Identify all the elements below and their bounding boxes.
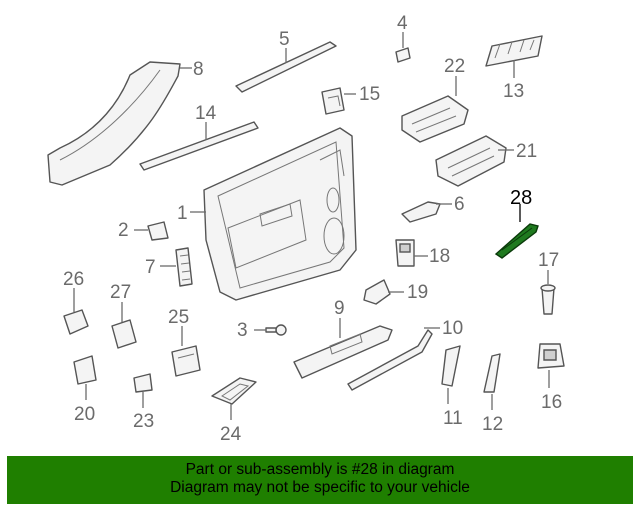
part-24-bezel xyxy=(211,377,257,405)
callout-26: 26 xyxy=(63,269,84,290)
callout-3: 3 xyxy=(237,320,248,341)
callout-27: 27 xyxy=(110,282,131,303)
callout-18: 18 xyxy=(429,246,450,267)
part-3-screw xyxy=(265,324,287,336)
part-18-connector xyxy=(395,239,415,267)
part-1-door-panel xyxy=(203,127,357,301)
callout-22: 22 xyxy=(444,56,465,77)
callout-6: 6 xyxy=(454,194,465,215)
part-9-armrest xyxy=(293,325,393,379)
part-27-switch xyxy=(111,319,137,349)
callout-21: 21 xyxy=(516,141,537,162)
callout-15: 15 xyxy=(359,84,380,105)
part-17-bolt xyxy=(540,284,556,315)
callout-20: 20 xyxy=(74,404,95,425)
part-12-trim xyxy=(483,353,501,393)
callout-19: 19 xyxy=(407,282,428,303)
callout-1: 1 xyxy=(177,203,188,224)
part-4-clip xyxy=(395,47,411,63)
part-10-strip xyxy=(347,329,433,391)
part-23-switch xyxy=(133,373,153,393)
part-2-clip xyxy=(147,221,169,241)
part-14-belt-molding xyxy=(139,121,259,171)
callout-11: 11 xyxy=(443,408,463,429)
part-16-latch xyxy=(537,343,565,369)
part-7-speaker-grille xyxy=(175,247,193,287)
banner-line-2: Diagram may not be specific to your vehi… xyxy=(170,479,470,496)
exploded-parts-diagram: 8 5 4 13 15 14 22 21 xyxy=(47,13,565,445)
part-6-handle xyxy=(401,201,441,223)
info-banner: Part or sub-assembly is #28 in diagram D… xyxy=(7,456,633,504)
callout-5: 5 xyxy=(279,29,290,50)
callout-28: 28 xyxy=(510,187,532,209)
part-5-molding xyxy=(235,41,337,93)
callout-23: 23 xyxy=(133,411,154,432)
part-20-switch xyxy=(73,355,97,385)
callout-24: 24 xyxy=(220,424,242,445)
part-26-switch xyxy=(63,309,89,335)
part-11-trim xyxy=(441,345,461,387)
part-15-bracket xyxy=(321,87,345,115)
callout-9: 9 xyxy=(334,298,345,319)
callout-7: 7 xyxy=(145,257,156,278)
part-13-badge xyxy=(485,35,543,67)
callout-13: 13 xyxy=(503,81,524,102)
part-8-trim xyxy=(47,61,181,186)
callout-16: 16 xyxy=(541,392,562,413)
part-21-switch xyxy=(435,135,507,187)
part-25-switch xyxy=(171,345,201,377)
callout-25: 25 xyxy=(168,307,189,328)
callout-8: 8 xyxy=(193,59,204,80)
callout-2: 2 xyxy=(118,220,129,241)
callout-17: 17 xyxy=(538,250,559,271)
callout-4: 4 xyxy=(397,13,408,34)
callout-12: 12 xyxy=(482,414,503,435)
callout-10: 10 xyxy=(442,318,463,339)
callout-14: 14 xyxy=(195,103,217,124)
part-28-highlighted xyxy=(494,223,539,259)
banner-line-1: Part or sub-assembly is #28 in diagram xyxy=(185,461,455,478)
part-22-switch xyxy=(401,95,469,143)
part-19-switch xyxy=(363,279,391,305)
